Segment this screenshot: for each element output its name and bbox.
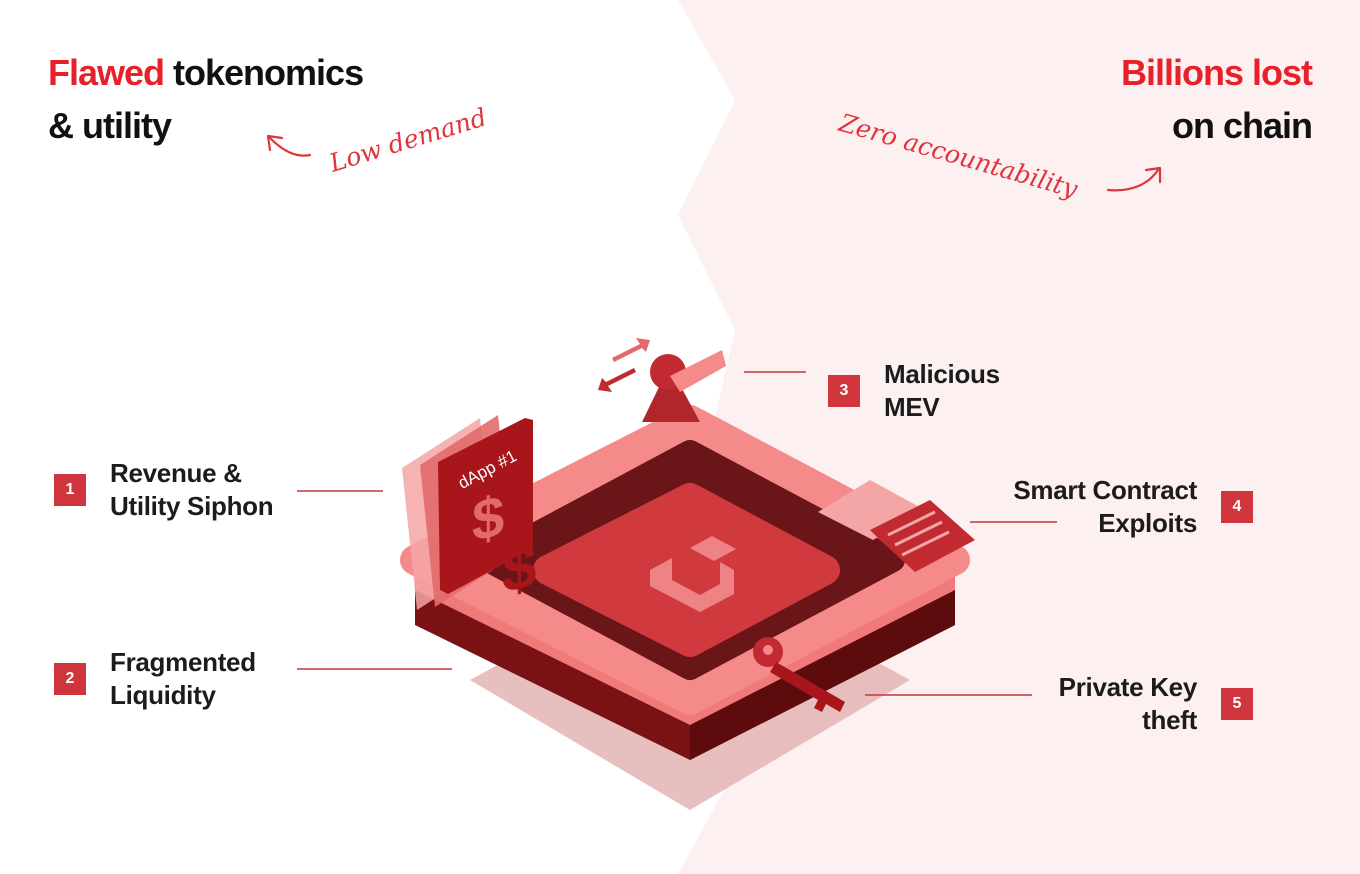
- callout-label-line1: Private Key: [1058, 672, 1198, 702]
- zero-accountability-arrow-icon: [1106, 166, 1162, 192]
- callout-label-line2: MEV: [884, 392, 940, 422]
- callout-label: Malicious MEV: [884, 358, 1000, 424]
- callout-number-badge: 3: [828, 375, 860, 407]
- callout-malicious-mev: 3 Malicious MEV: [828, 358, 1000, 424]
- callout-private-key-theft: Private Key theft 5: [1059, 671, 1253, 737]
- left-headline: Flawed tokenomics & utility: [48, 46, 364, 152]
- contract-paper-lines: [887, 510, 950, 557]
- callout-number-badge: 1: [54, 474, 86, 506]
- callout-label-line2: Exploits: [1098, 508, 1197, 538]
- callout-smart-contract-exploits: Smart Contract Exploits 4: [1013, 474, 1253, 540]
- key-icon-shaft: [770, 662, 845, 712]
- callout-label-line2: Utility Siphon: [110, 491, 274, 521]
- left-headline-line1: tokenomics: [164, 52, 364, 93]
- callout-label: Fragmented Liquidity: [110, 646, 256, 712]
- left-headline-line2: & utility: [48, 105, 172, 146]
- callout-label: Revenue & Utility Siphon: [110, 457, 274, 523]
- callout-fragmented-liquidity: 2 Fragmented Liquidity: [54, 646, 256, 712]
- callout-number-badge: 4: [1221, 491, 1253, 523]
- callout-label-line1: Fragmented: [110, 647, 256, 677]
- platform-base-side-right: [690, 580, 955, 760]
- callout-label: Private Key theft: [1058, 671, 1198, 737]
- callout-label-line1: Smart Contract: [1013, 475, 1197, 505]
- core-block-top: [533, 483, 840, 657]
- callout-label-line2: Liquidity: [110, 680, 216, 710]
- callout-label-line1: Revenue &: [110, 458, 242, 488]
- dollar-sign-icon-2: $: [502, 531, 536, 608]
- callout-number-badge: 2: [54, 663, 86, 695]
- right-headline-line2: on chain: [1171, 105, 1313, 146]
- callout-label-line2: theft: [1142, 705, 1197, 735]
- contract-paper-front: [870, 500, 975, 572]
- callout-label: Smart Contract Exploits: [1013, 474, 1197, 540]
- swap-arrow-up-icon: [612, 338, 650, 362]
- core-logo-icon: [650, 536, 736, 612]
- callout-revenue-siphon: 1 Revenue & Utility Siphon: [54, 457, 274, 523]
- left-headline-accent: Flawed: [48, 52, 165, 93]
- mev-stand: [642, 385, 700, 422]
- callout-label-line1: Malicious: [884, 359, 1000, 389]
- low-demand-arrow-icon: [266, 134, 312, 157]
- mev-visor: [670, 350, 726, 392]
- swap-arrow-down-icon: [598, 368, 636, 392]
- dapp-card-front: [438, 418, 533, 594]
- right-headline: Billions lost on chain: [1120, 46, 1313, 152]
- callout-number-badge: 5: [1221, 688, 1253, 720]
- dollar-sign-icon-1: $: [472, 483, 504, 554]
- right-headline-accent: Billions lost: [1120, 52, 1313, 93]
